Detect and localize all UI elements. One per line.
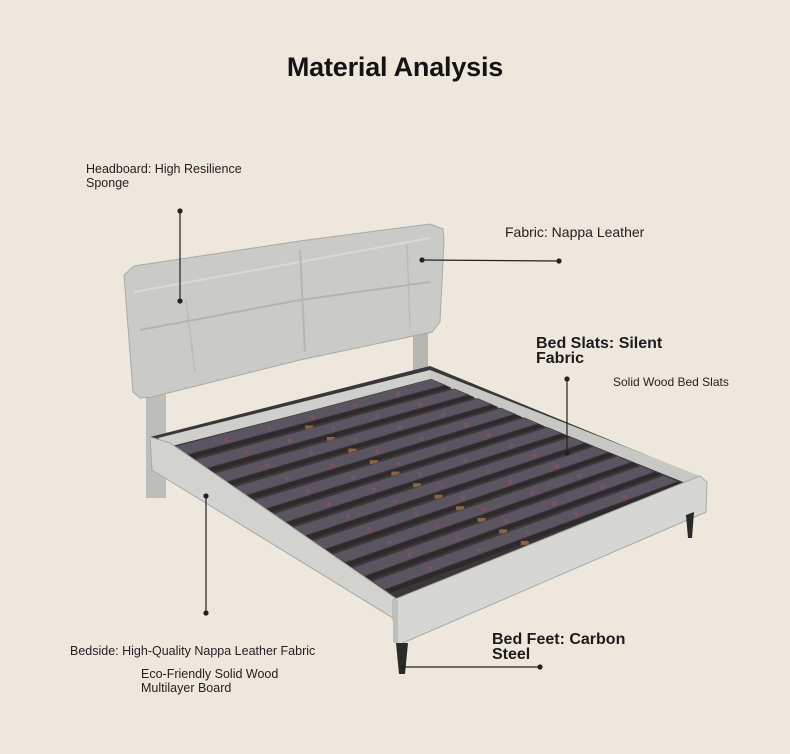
slat-print-mark: ✻ (366, 526, 372, 534)
slat-print-mark: ✻ (374, 413, 380, 421)
slat-print-mark: ✻ (419, 435, 425, 443)
label-headboard: Headboard: High Resilience Sponge (86, 162, 242, 191)
slat-print-mark: ✻ (392, 498, 398, 506)
slat-print-mark: ✻ (482, 506, 488, 514)
slat-print-mark: ✻ (485, 467, 491, 475)
slat-gap (325, 452, 615, 553)
bed-slat (332, 455, 633, 563)
label-bedside-sub: Eco-Friendly Solid Wood Multilayer Board (141, 667, 279, 696)
slat-print-mark: ✻ (331, 425, 337, 433)
annotation-pointers (177, 208, 570, 670)
wood-support-block (326, 436, 335, 441)
label-slats-sub: Solid Wood Bed Slats (613, 375, 729, 389)
page-title: Material Analysis (286, 52, 504, 82)
slat-print-mark: ✻ (486, 432, 492, 440)
slat-print-mark: ✻ (551, 500, 557, 508)
slat-print-mark: ✻ (417, 471, 423, 479)
slat-print-mark: ✻ (309, 413, 315, 421)
slat-print-mark: ✻ (427, 565, 433, 573)
slat-print-mark: ✻ (622, 493, 628, 501)
slat-print-mark: ✻ (413, 510, 419, 518)
headboard-post-right (413, 330, 428, 378)
slat-print-mark: ✻ (441, 446, 447, 454)
wood-support-block (412, 483, 421, 488)
rear-leg (686, 512, 694, 538)
slat-print-mark: ✻ (439, 483, 445, 491)
slat-print-mark: ✻ (460, 494, 466, 502)
slat-gap (206, 394, 475, 472)
slat-print-mark: ✻ (352, 437, 358, 445)
wood-support-block (369, 460, 378, 465)
slat-print-mark: ✻ (463, 457, 469, 465)
slat-print-mark: ✻ (455, 535, 461, 543)
slat-print-mark: ✻ (264, 462, 270, 470)
slat-print-mark: ✻ (223, 436, 229, 444)
slat-print-mark: ✻ (387, 539, 393, 547)
label-fabric: Fabric: Nappa Leather (505, 224, 645, 240)
slat-gap (226, 404, 498, 486)
wood-support-block (305, 425, 314, 430)
slat-print-mark: ✻ (577, 473, 583, 481)
slat-print-mark: ✻ (396, 424, 402, 432)
slat-print-mark: ✻ (287, 437, 293, 445)
pointer-fabric (421, 259, 560, 262)
wood-support-block (477, 517, 486, 522)
slat-gap (384, 481, 684, 593)
wood-support-block (348, 448, 357, 453)
slat-print-mark: ✻ (371, 486, 377, 494)
slat-print-mark: ✻ (407, 552, 413, 560)
bed-rails (149, 436, 708, 646)
slat-print-mark: ✻ (476, 547, 482, 555)
slat-print-mark: ✻ (554, 462, 560, 470)
slat-print-mark: ✻ (531, 452, 537, 460)
slat-print-mark: ✻ (418, 401, 424, 409)
slat-gap (285, 433, 568, 526)
slat-gap (186, 384, 452, 459)
slat-gap (344, 462, 638, 567)
label-feet: Bed Feet: Carbon Steel (492, 631, 626, 664)
slat-print-mark: ✻ (266, 425, 272, 433)
slat-print-mark: ✻ (308, 449, 314, 457)
slat-print-mark: ✻ (507, 478, 513, 486)
bed-slat (292, 436, 586, 536)
wood-support-block (434, 494, 443, 499)
slat-print-mark: ✻ (352, 402, 358, 410)
slat-print-mark: ✻ (434, 522, 440, 530)
label-slats-title: Bed Slats: Silent Fabric (536, 335, 663, 368)
slat-gap (245, 413, 522, 499)
wood-support-block (456, 506, 465, 511)
slat-gap (265, 423, 545, 513)
bed-slats: ✻ ✻ ✻ ✻ ✻ ✻ ✻ ✻ ✻ ✻ ✻ ✻ ✻ ✻ ✻ ✻ ✻ ✻ ✻ ✻ ✻ ✻ ✻ ✻ ✻ ✻ ✻ ✻ ✻ ✻ ✻ ✻ ✻ ✻ ✻ ✻ ✻ ✻ ✻ ✻… (173, 378, 684, 593)
slat-print-mark: ✻ (374, 448, 380, 456)
wood-support-block (391, 471, 400, 476)
slat-print-mark: ✻ (329, 461, 335, 469)
slat-print-mark: ✻ (599, 483, 605, 491)
slat-print-mark: ✻ (244, 449, 250, 457)
bed-slat (312, 446, 609, 550)
slat-print-mark: ✻ (573, 511, 579, 519)
slat-print-mark: ✻ (350, 474, 356, 482)
slat-gap (305, 442, 591, 540)
slat-print-mark: ✻ (463, 421, 469, 429)
slat-print-mark: ✻ (285, 475, 291, 483)
label-bedside-title: Bedside: High-Quality Nappa Leather Fabr… (70, 644, 316, 658)
headboard (123, 223, 445, 399)
wood-support-block (499, 529, 508, 534)
slat-print-mark: ✻ (346, 513, 352, 521)
bed-slat (371, 475, 679, 590)
slat-print-mark: ✻ (395, 460, 401, 468)
slat-print-mark: ✻ (395, 391, 401, 399)
slat-print-mark: ✻ (325, 500, 331, 508)
slat-print-mark: ✻ (529, 489, 535, 497)
slat-print-mark: ✻ (503, 517, 509, 525)
slat-print-mark: ✻ (440, 411, 446, 419)
wood-support-block (520, 540, 529, 545)
bed-slat (352, 465, 656, 577)
slat-print-mark: ✻ (525, 529, 531, 537)
slat-gap (364, 471, 661, 580)
slat-print-mark: ✻ (305, 488, 311, 496)
slat-print-mark: ✻ (509, 442, 515, 450)
